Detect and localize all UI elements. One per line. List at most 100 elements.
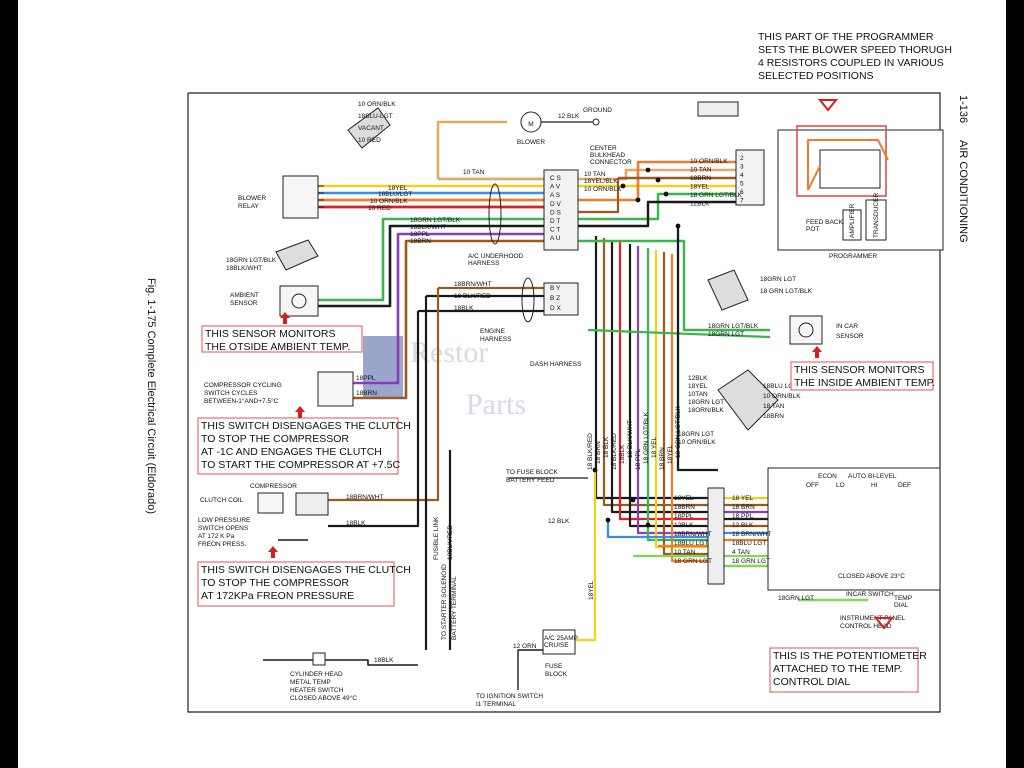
ambient-sensor-label: AMBIENT [230, 292, 259, 299]
control-head-connector [707, 487, 725, 585]
wire-orange-resistor [807, 139, 889, 190]
watermark-text: Parts [466, 388, 526, 421]
incar-connector [707, 269, 749, 311]
wire-label: 10BLK/RED [447, 525, 454, 560]
wire-blk-prog [578, 200, 736, 228]
cylinder-head-label: CYLINDER HEAD [290, 671, 343, 678]
wire-label: 12BLK [690, 201, 710, 208]
wire-label: 10 ORN/BLK [678, 439, 716, 446]
programmer-annotation: SELECTED POSITIONS [758, 70, 874, 82]
wire-label: 18 GRN LGT/BLK [675, 405, 682, 458]
wire-label: 18GRN LGT [760, 276, 796, 283]
fuse-block-label: A/C 25AMP [544, 635, 578, 642]
bulkhead-pin-label: C S [550, 175, 562, 182]
ambient-sensor-label: SENSOR [230, 300, 258, 307]
cycling-annotation-text: AT -1C AND ENGAGES THE CLUTCH [201, 446, 382, 458]
wire-label: 12 ORN [513, 643, 537, 650]
cycling-annotation-text: TO STOP THE COMPRESSOR [201, 433, 349, 445]
bulkhead-pin-label: B Z [550, 295, 560, 302]
cycling-switch-label: SWITCH CYCLES [204, 390, 258, 397]
splice-dot [620, 183, 626, 189]
mode-label: BI-LEVEL [868, 473, 897, 480]
mode-label: AUTO. [848, 473, 868, 480]
cylinder-head-label: METAL TEMP [290, 679, 331, 686]
fuse-block [542, 629, 576, 655]
wire-vertical-bundle [618, 242, 708, 521]
programmer-connector [735, 149, 765, 206]
watermark-logo [363, 336, 403, 398]
programmer-pin-label: 3 [740, 164, 744, 171]
harness-sleeve [488, 183, 502, 245]
fuse-block-label: CRUISE [544, 642, 569, 649]
wire-label: 10 TAN [463, 169, 485, 176]
incar-sensor [789, 315, 823, 345]
wire-label: 18BLK [454, 305, 474, 312]
wire-label: 18GRN LGT/BLK [410, 217, 461, 224]
blower-motor-symbol: M [528, 121, 533, 128]
wire-label: 18BLU LGT [674, 540, 708, 547]
bulkhead-label: BULKHEAD [590, 152, 625, 159]
starter-label: BATTERY TERMINAL [451, 576, 458, 640]
wire-label: 18 TAN [763, 403, 785, 410]
ambient-arrow [280, 312, 290, 324]
resistor-network [819, 149, 881, 189]
wire-label: 18YEL [690, 184, 710, 191]
wire-label: 12 BLK [548, 518, 570, 525]
ambient-connector [275, 239, 319, 271]
cylinder-head-switch [312, 652, 326, 666]
wire-label: 10 RED [368, 205, 391, 212]
wire-18grn-lgt-blk [318, 217, 544, 302]
wire-label: 18BRN/WHT [454, 281, 492, 288]
wire-label: 10 ORN/BLK [763, 393, 801, 400]
wire-label: 10 ORN/BLK [584, 186, 622, 193]
potentiometer-annotation-text: THIS IS THE POTENTIOMETER [773, 650, 927, 662]
programmer-resistor-highlight [796, 125, 887, 197]
wire-label: 18PPL [356, 375, 376, 382]
wire-label: 10 ORN/BLK [690, 158, 728, 165]
section-title: AIR CONDITIONING [957, 140, 969, 243]
wire-label: 18BLU LGT [763, 383, 797, 390]
ground-label: GROUND [583, 107, 612, 114]
low-pressure-label: FREON PRESS. [198, 541, 247, 548]
wire-brn-jumper [578, 178, 620, 214]
page-number: 1-136 [957, 95, 969, 123]
incar-switch-label: INCAR SWITCH [846, 591, 894, 598]
wire-label: 18GRN LGT [778, 595, 814, 602]
cycling-arrow [295, 406, 305, 418]
ambient-annotation-box [201, 325, 363, 353]
wire-label: 18BLK [374, 657, 394, 664]
programmer-pin-label: 5 [740, 181, 744, 188]
harness-sleeve [521, 277, 535, 323]
splice-dot [630, 497, 636, 503]
wire-label: 18ORN/BLK [688, 407, 724, 414]
lowpress-annotation-box [197, 561, 395, 607]
wire-label: 18YEL [674, 495, 694, 502]
wire-vertical-bundle [636, 246, 708, 535]
temp-dial-label: TEMP [894, 595, 912, 602]
ambient-annotation-text: THE OTSIDE AMBIENT TEMP. [205, 341, 350, 353]
compressor-label: COMPRESSOR [250, 483, 297, 490]
relay-wire-label: 18BLU-LGT [358, 113, 393, 120]
wire-label: 18 BRN [659, 447, 666, 470]
wire-18blk-cylinder [263, 659, 418, 666]
programmer-connector-top [697, 101, 739, 117]
wire-18blk-clutch [328, 311, 420, 528]
lowpress-annotation-text: TO STOP THE COMPRESSOR [201, 577, 349, 589]
feedback-pot-label: FEED BACK [806, 219, 844, 226]
amplifier-box [842, 209, 862, 241]
bulkhead-pin-label: A V [550, 184, 561, 191]
wire-label: 4 TAN [732, 549, 750, 556]
transducer-box [865, 199, 887, 241]
wire-label: 12 BLK [732, 522, 754, 529]
incar-sensor-label: IN CAR [836, 323, 858, 330]
cycling-switch-label: BETWEEN-1°AND+7.5°C [204, 397, 279, 405]
splice-dot [592, 467, 598, 473]
starter-label: TO STARTER SOLENOID [441, 564, 448, 640]
wire-label: 18 BRN [595, 441, 602, 464]
potentiometer-annotation-text: ATTACHED TO THE TEMP. [773, 663, 902, 675]
splice-dot [663, 191, 669, 197]
splice-dot [645, 522, 651, 528]
wire-label: 18YEL [388, 185, 408, 192]
bulkhead-label: CONNECTOR [590, 159, 632, 166]
wire-label: 18 GRN LGT [674, 558, 712, 565]
